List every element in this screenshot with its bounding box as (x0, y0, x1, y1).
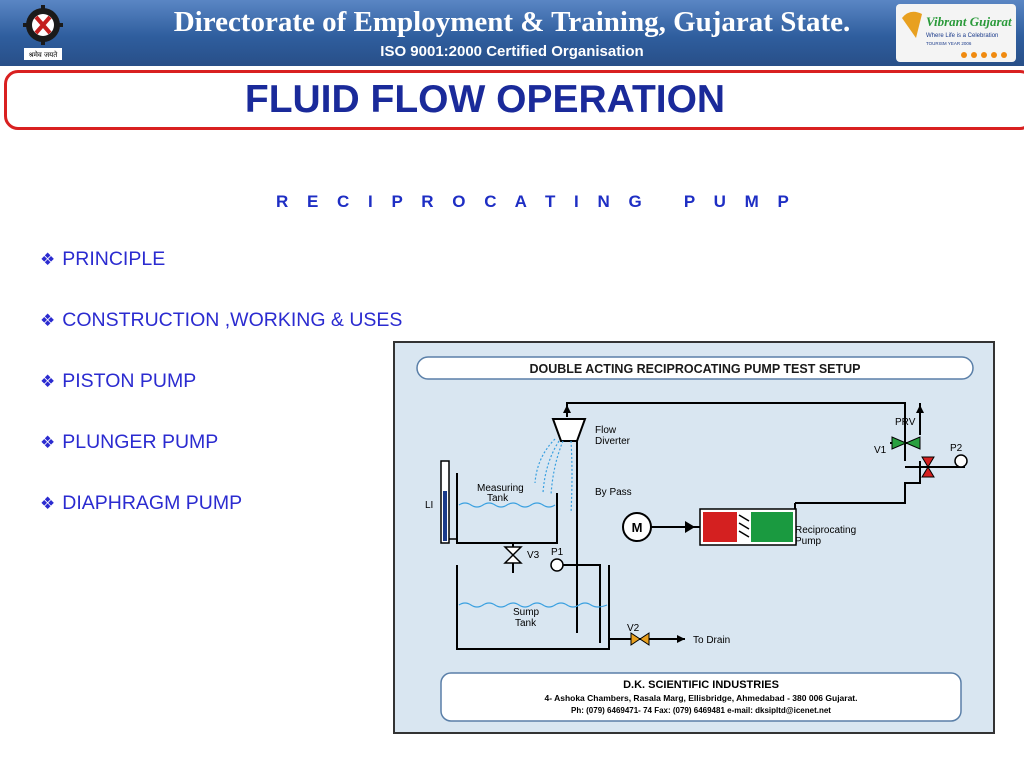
company-address: 4- Ashoka Chambers, Rasala Marg, Ellisbr… (544, 693, 857, 703)
slide-subtitle: R E C I P R O C A T I N G P U M P (276, 192, 796, 211)
bullet-item: ❖ PLUNGER PUMP (40, 431, 402, 492)
bullet-text: PRINCIPLE (62, 248, 166, 270)
p2-gauge (954, 454, 968, 468)
header-subtitle: ISO 9001:2000 Certified Organisation (380, 43, 644, 60)
bullet-text: PISTON PUMP (62, 370, 197, 392)
svg-text:M: M (632, 520, 643, 535)
bullet-diamond-icon: ❖ (40, 250, 56, 269)
svg-text:By Pass: By Pass (595, 487, 632, 498)
v1-valve (891, 436, 921, 450)
bullet-item: ❖ DIAPHRAGM PUMP (40, 492, 402, 553)
company-contact: Ph: (079) 6469471- 74 Fax: (079) 6469481… (571, 706, 831, 715)
svg-text:TOURISM YEAR 2006: TOURISM YEAR 2006 (926, 41, 972, 46)
measuring-tank (456, 473, 558, 544)
svg-text:Flow: Flow (595, 425, 617, 436)
title-frame (4, 70, 1024, 130)
diagram-title-pill (416, 356, 974, 380)
emblem-logo: श्रमेव जयते (23, 5, 63, 60)
company-card (440, 672, 962, 722)
svg-text:V2: V2 (627, 623, 640, 634)
bullet-list: ❖ PRINCIPLE ❖ CONSTRUCTION ,WORKING & USES… (40, 248, 402, 553)
svg-text:V3: V3 (527, 550, 540, 561)
bullet-diamond-icon: ❖ (40, 372, 56, 391)
bullet-item: ❖ PISTON PUMP (40, 370, 402, 431)
header-title: Directorate of Employment & Training, Gu… (173, 6, 851, 38)
header-bar: श्रमेव जयते Directorate of Employment & … (0, 0, 1024, 66)
bullet-text: DIAPHRAGM PUMP (62, 492, 243, 514)
svg-text:V1: V1 (874, 445, 887, 456)
company-name: D.K. SCIENTIFIC INDUSTRIES (623, 679, 779, 691)
svg-text:LI: LI (425, 500, 433, 511)
v3-valve (503, 546, 523, 564)
bullet-diamond-icon: ❖ (40, 311, 56, 330)
vibrant-gujarat-logo: Vibrant Gujarat Where Life is a Celebrat… (896, 4, 1016, 62)
svg-text:Tank: Tank (487, 493, 509, 504)
bullet-text: PLUNGER PUMP (62, 431, 219, 453)
sump-tank (456, 565, 610, 650)
svg-text:Where Life is a Celebration: Where Life is a Celebration (926, 33, 998, 39)
svg-text:PRV: PRV (895, 417, 916, 428)
slide-title: FLUID FLOW OPERATION (244, 78, 726, 121)
svg-text:P1: P1 (551, 547, 564, 558)
svg-text:Pump: Pump (795, 536, 822, 547)
svg-text:Reciprocating: Reciprocating (795, 525, 856, 536)
svg-text:श्रमेव जयते: श्रमेव जयते (29, 50, 59, 59)
svg-text:Diverter: Diverter (595, 436, 631, 447)
bullet-item: ❖ PRINCIPLE (40, 248, 402, 309)
flow-diverter (551, 418, 587, 442)
p1-gauge (550, 558, 564, 572)
svg-text:Measuring: Measuring (477, 483, 524, 494)
pump-test-setup-diagram: DOUBLE ACTING RECIPROCATING PUMP TEST SE… (393, 341, 995, 734)
svg-text:Sump: Sump (513, 607, 540, 618)
bullet-diamond-icon: ❖ (40, 494, 56, 513)
svg-text:P2: P2 (950, 443, 963, 454)
diagram-title: DOUBLE ACTING RECIPROCATING PUMP TEST SE… (529, 362, 860, 376)
svg-text:To Drain: To Drain (693, 635, 730, 646)
bullet-diamond-icon: ❖ (40, 433, 56, 452)
bullet-item: ❖ CONSTRUCTION ,WORKING & USES (40, 309, 402, 370)
bullet-text: CONSTRUCTION ,WORKING & USES (62, 309, 403, 331)
v2-valve (630, 632, 650, 646)
svg-text:Tank: Tank (515, 618, 537, 629)
svg-text:Vibrant Gujarat: Vibrant Gujarat (926, 14, 1012, 29)
